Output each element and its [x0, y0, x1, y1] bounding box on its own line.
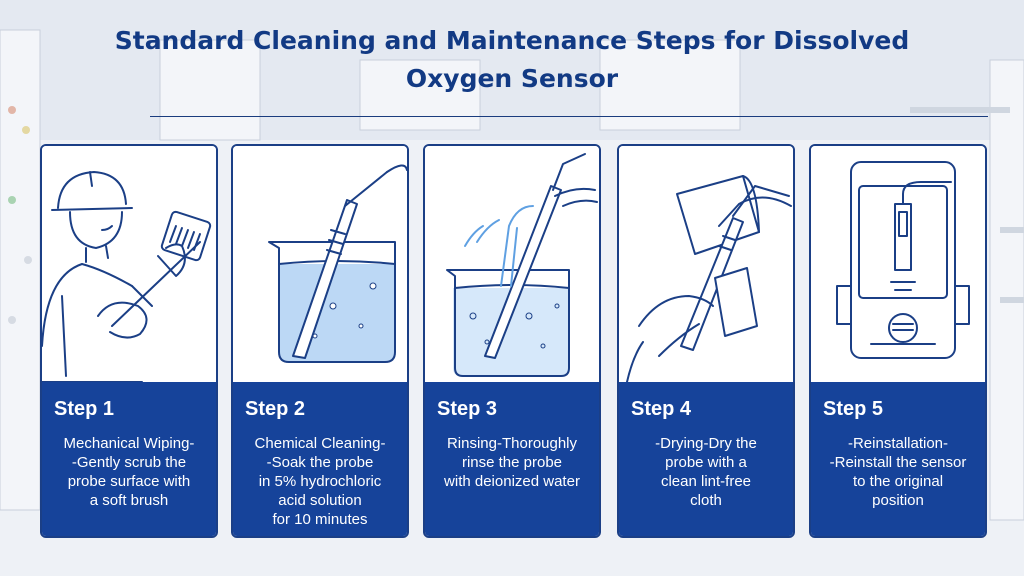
rinsing-illustration	[425, 146, 599, 382]
step-number-5: Step 5	[823, 398, 884, 420]
title-divider	[150, 116, 988, 117]
step-panel-4: Step 4 -Drying-Dry the probe with a clea…	[619, 382, 793, 536]
step-description-3: Rinsing-Thoroughly rinse the probe with …	[444, 435, 580, 490]
step-card-5: Step 5 -Reinstallation- -Reinstall the s…	[809, 144, 987, 538]
step-card-4: Step 4 -Drying-Dry the probe with a clea…	[617, 144, 795, 538]
step-card-2: Step 2 Chemical Cleaning- -Soak the prob…	[231, 144, 409, 538]
step-number-2: Step 2	[245, 398, 306, 420]
mechanical-wiping-illustration	[42, 146, 216, 382]
reinstallation-illustration	[811, 146, 985, 382]
drying-illustration	[619, 146, 793, 382]
step-panel-2: Step 2 Chemical Cleaning- -Soak the prob…	[233, 382, 407, 536]
step-description-4: -Drying-Dry the probe with a clean lint-…	[655, 435, 757, 509]
page-title: Standard Cleaning and Maintenance Steps …	[114, 26, 910, 93]
step-description-2: Chemical Cleaning- -Soak the probe in 5%…	[254, 435, 386, 528]
step-number-1: Step 1	[54, 398, 115, 420]
step-panel-3: Step 3 Rinsing-Thoroughly rinse the prob…	[425, 382, 599, 536]
chemical-cleaning-illustration	[233, 146, 407, 382]
step-description-5: -Reinstallation- -Reinstall the sensor t…	[829, 435, 967, 509]
step-card-3: Step 3 Rinsing-Thoroughly rinse the prob…	[423, 144, 601, 538]
step-number-3: Step 3	[437, 398, 498, 420]
step-panel-5: Step 5 -Reinstallation- -Reinstall the s…	[811, 382, 985, 536]
step-panel-1: Step 1 Mechanical Wiping- -Gently scrub …	[42, 382, 216, 536]
step-number-4: Step 4	[631, 398, 692, 420]
step-description-1: Mechanical Wiping- -Gently scrub the pro…	[63, 435, 195, 509]
step-card-1: Step 1 Mechanical Wiping- -Gently scrub …	[40, 144, 218, 538]
